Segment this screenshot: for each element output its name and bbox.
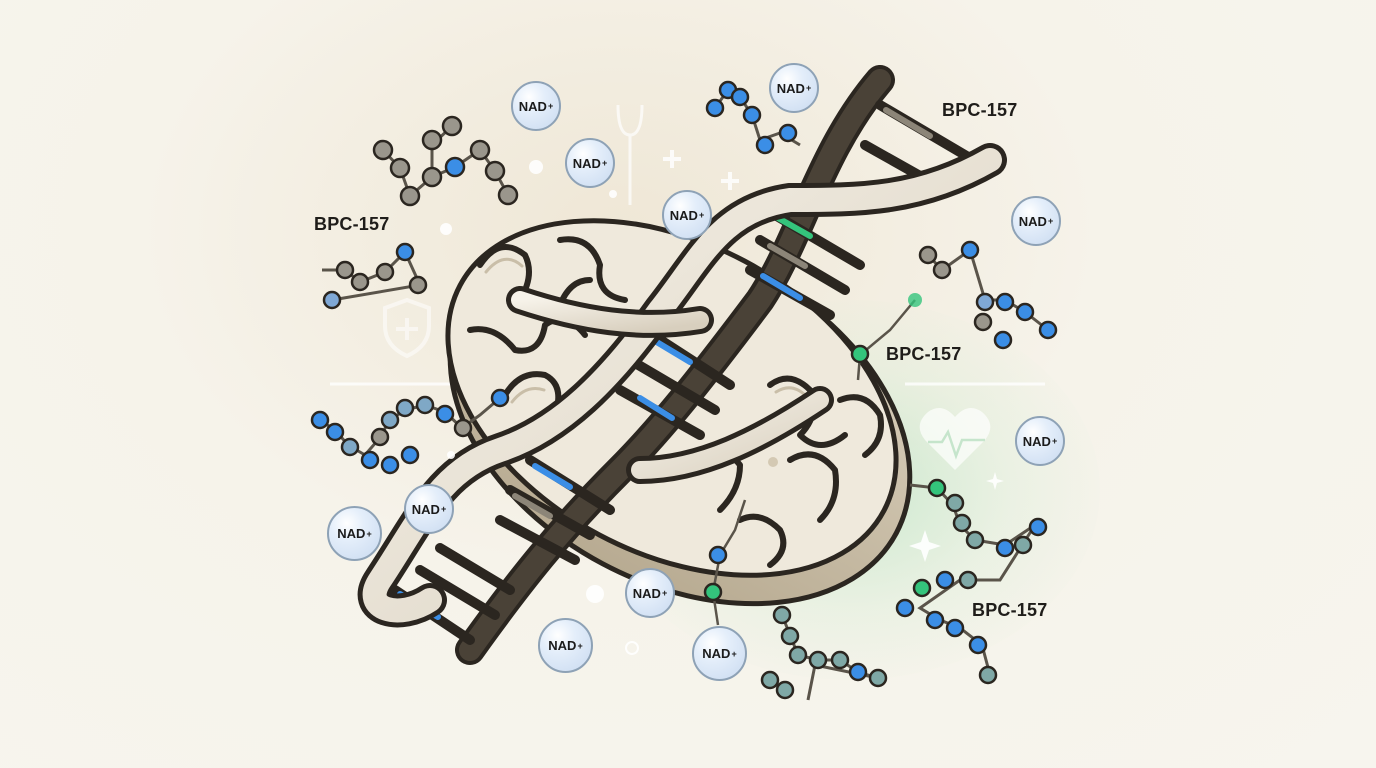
tuning-fork-icon bbox=[616, 104, 644, 205]
nad-bubble: NAD+ bbox=[769, 63, 819, 113]
plus-icon bbox=[663, 150, 739, 190]
heart-pulse-icon bbox=[919, 408, 991, 470]
nad-bubble: NAD+ bbox=[511, 81, 561, 131]
nad-bubble: NAD+ bbox=[625, 568, 675, 618]
sparkle-icon bbox=[909, 472, 1004, 562]
bpc-157-label: BPC-157 bbox=[942, 100, 1018, 120]
nad-bubble: NAD+ bbox=[404, 484, 454, 534]
dna-helix bbox=[357, 65, 1007, 665]
shield-plus-icon bbox=[383, 297, 431, 359]
nad-bubble: NAD+ bbox=[327, 506, 382, 561]
nad-bubble: NAD+ bbox=[662, 190, 712, 240]
nad-bubble: NAD+ bbox=[692, 626, 747, 681]
nad-bubble: NAD+ bbox=[1015, 416, 1065, 466]
nad-bubble: NAD+ bbox=[538, 618, 593, 673]
bpc-157-label: BPC-157 bbox=[314, 214, 390, 234]
bpc-157-label: BPC-157 bbox=[972, 600, 1048, 620]
nad-bubble: NAD+ bbox=[1011, 196, 1061, 246]
peptide-chains bbox=[310, 80, 1058, 701]
nad-bubble: NAD+ bbox=[565, 138, 615, 188]
bubble-dots bbox=[440, 160, 639, 655]
bpc-157-label: BPC-157 bbox=[886, 344, 962, 364]
